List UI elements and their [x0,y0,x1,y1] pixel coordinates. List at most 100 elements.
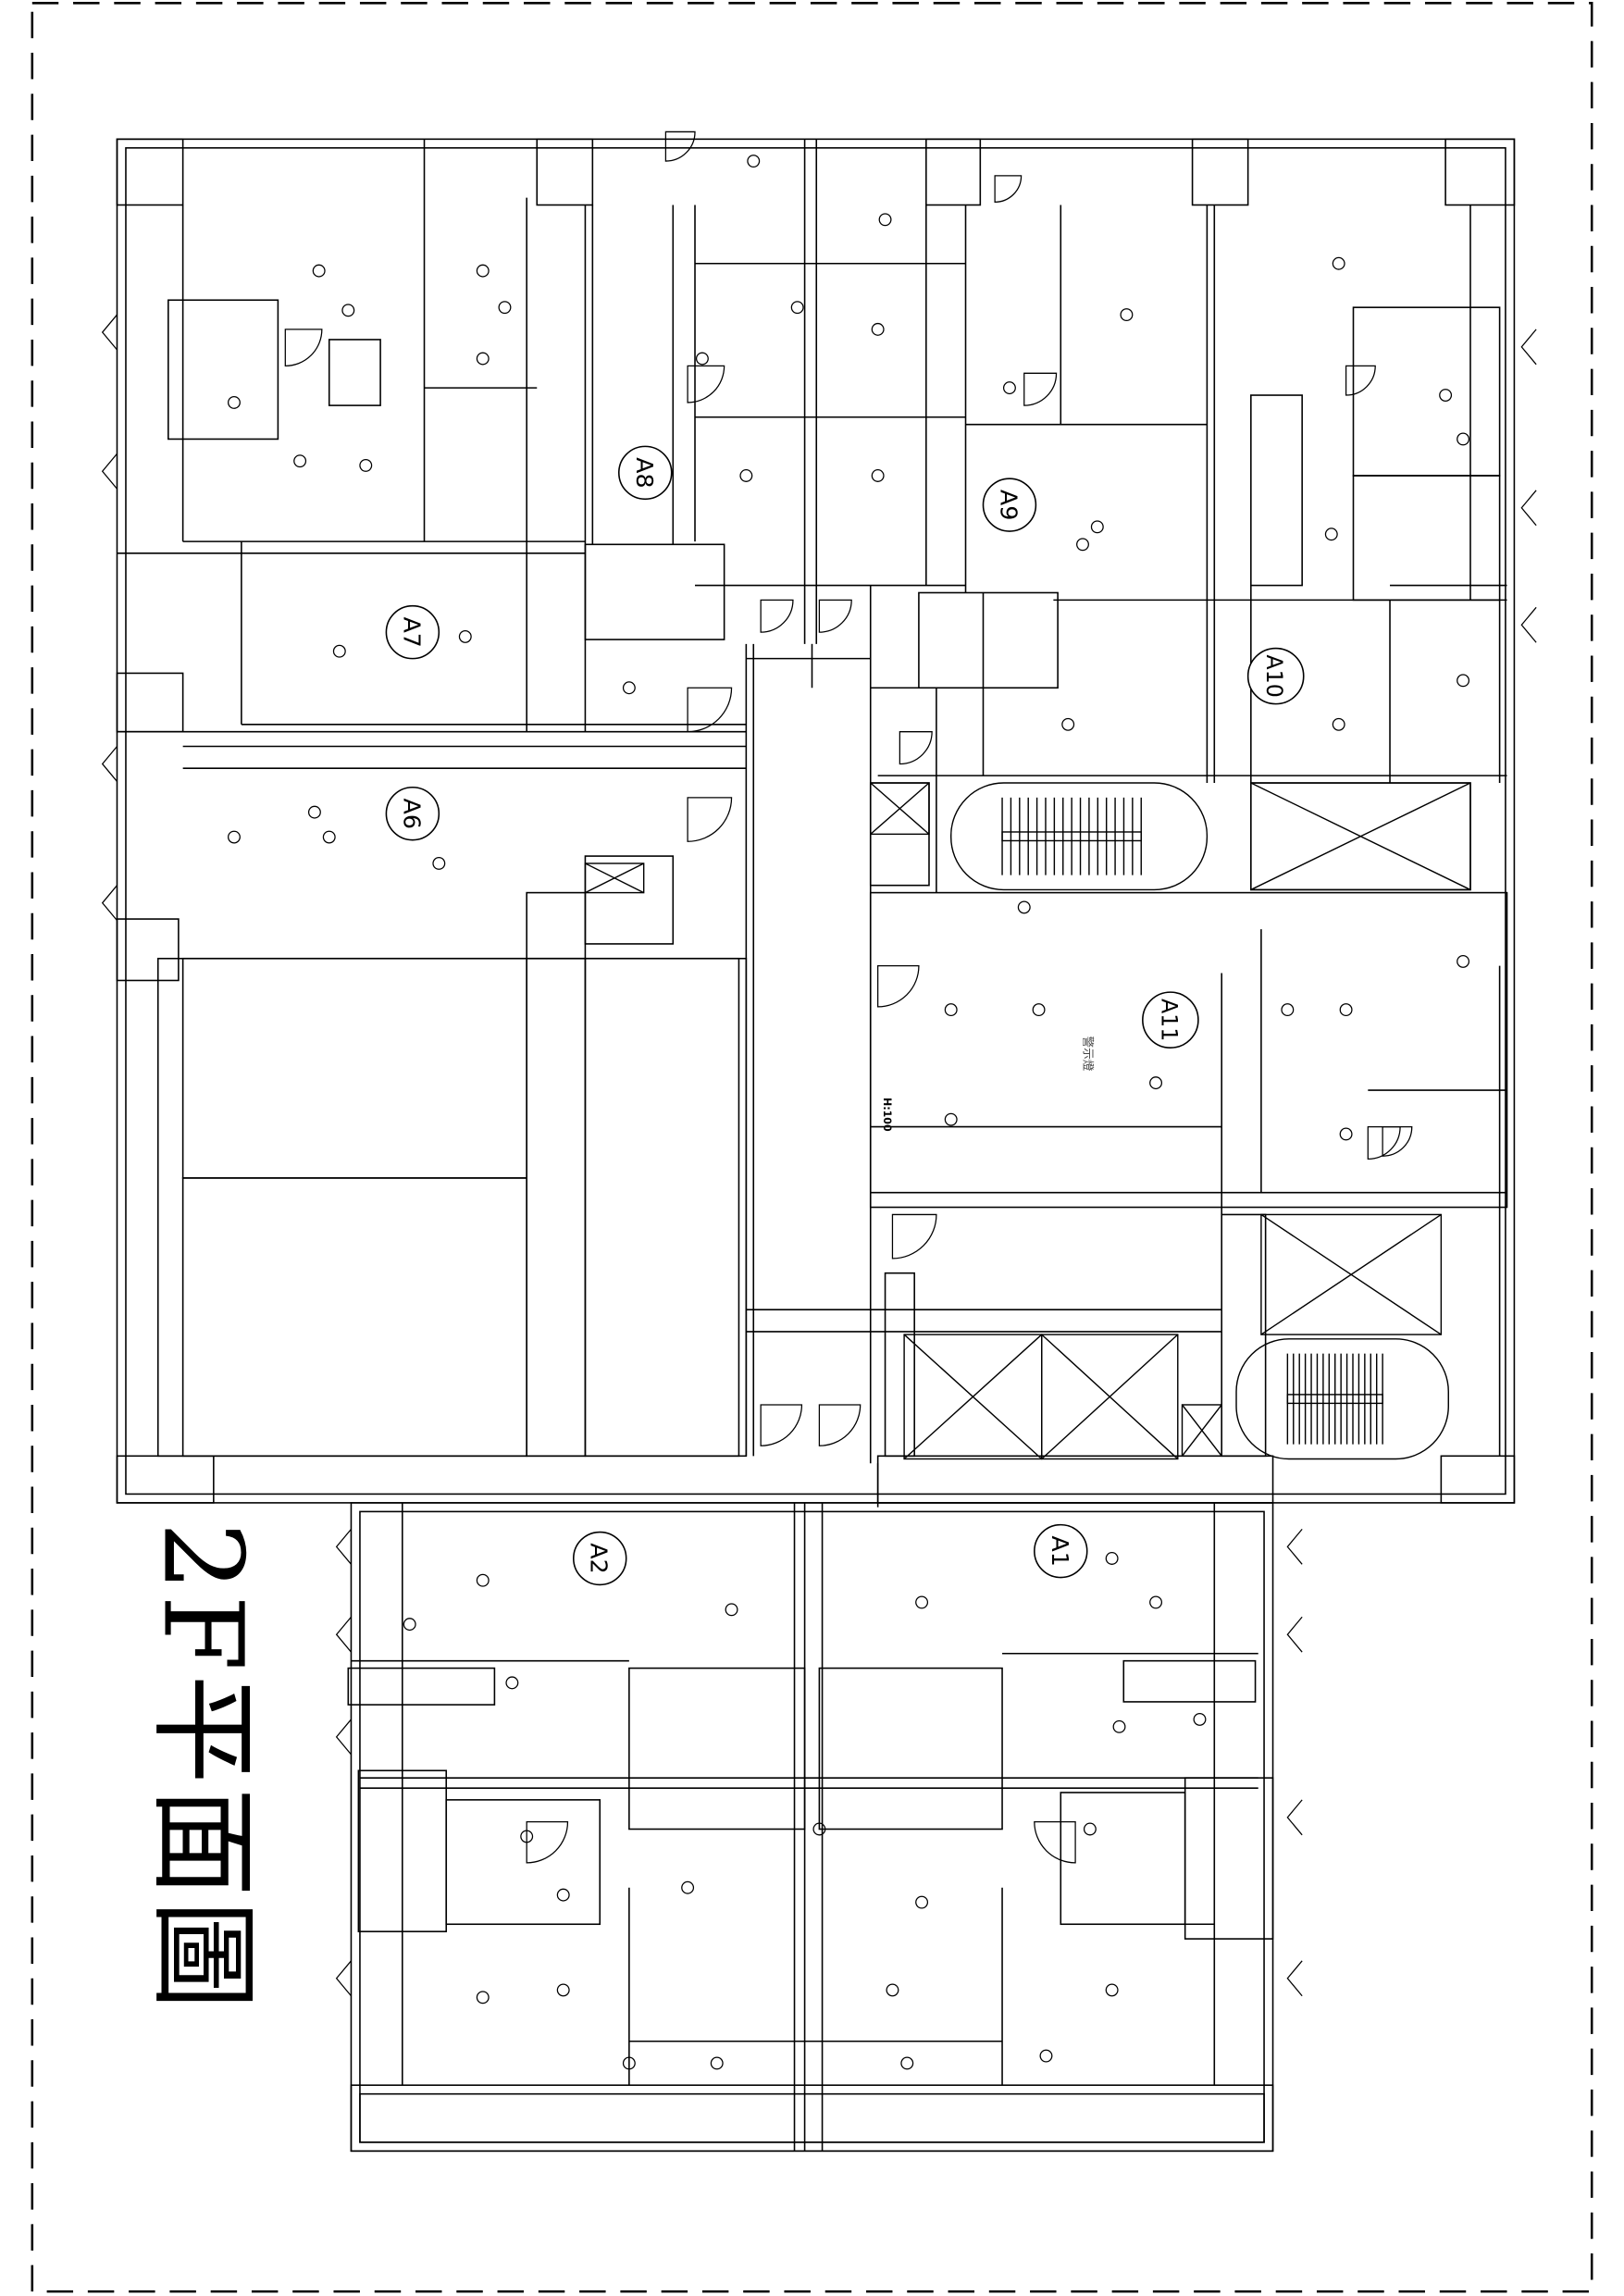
light-fixture [1002,381,1016,395]
wall [1250,394,1303,587]
wall [584,957,740,1458]
wall [156,957,748,1458]
unit-label-a10: A10 [1246,647,1305,705]
door-swing [899,731,933,765]
light-fixture [228,830,241,844]
light-fixture [739,469,753,482]
wall [584,855,675,945]
shaft-cross [903,1334,1043,1460]
wall [350,2084,1274,2153]
unit-label-text: A1 [1047,1535,1073,1566]
light-fixture [915,1895,929,1909]
door-swing [664,130,696,162]
shaft-box [1260,1213,1443,1335]
light-fixture [1017,900,1031,914]
light-fixture [556,1983,570,1997]
light-fixture [476,264,490,278]
wall [1440,1455,1516,1504]
window-bay [1520,329,1537,366]
light-fixture [1332,256,1345,270]
door-swing [760,1404,803,1446]
unit-label-text: A8 [631,457,658,488]
warning-light-note: 警示燈 [1082,1036,1096,1072]
light-fixture [556,1888,570,1902]
light-fixture [695,352,709,366]
height-note: H:100 [881,1098,893,1132]
wall [445,1799,601,1926]
shaft-cross [585,863,644,894]
unit-label-text: A2 [586,1543,613,1573]
wall [167,299,279,441]
light-fixture [1439,389,1453,402]
wall [526,891,587,960]
wall [884,1272,915,1458]
light-fixture [622,681,636,695]
door-swing [760,599,794,633]
light-fixture [725,1603,738,1617]
wall [876,1455,1274,1504]
light-fixture [228,395,241,409]
drawing-title: 2F平面圖 [139,1522,287,2014]
light-fixture [1193,1712,1207,1726]
light-fixture [498,301,512,315]
drawing-title-text: 2F平面圖 [139,1521,267,2014]
window-bay [1286,1528,1303,1565]
shaft-box [1041,1334,1179,1460]
light-fixture [1149,1076,1163,1090]
window-bay [1286,1799,1303,1836]
unit-label-a7: A7 [385,604,440,660]
shaft-cross [1250,782,1471,891]
door-swing [687,687,733,733]
unit-label-text: A11 [1156,999,1182,1041]
light-fixture [1105,1983,1119,1997]
door-swing [526,1820,569,1864]
light-fixture [1457,674,1470,688]
sheet-border [31,2,1593,2293]
light-fixture [812,1822,826,1836]
wall [125,147,1506,1496]
door-swing [994,175,1023,203]
wall [818,1667,1003,1831]
wall [1184,1777,1274,1940]
shaft-box [870,782,930,836]
shaft-box [1181,1404,1222,1458]
door-swing [818,599,852,633]
light-fixture [476,1991,490,2004]
stairs [949,782,1449,1460]
unit-label-text: A7 [398,616,425,647]
window-bay [1286,1616,1303,1653]
light-fixture [681,1880,695,1894]
light-fixture [322,830,336,844]
wall [359,1510,1265,2143]
window-bay [1520,606,1537,643]
light-fixture [1061,717,1075,731]
wall [1221,1213,1267,1458]
light-fixture [312,264,326,278]
wall [116,1455,215,1504]
wall [359,2092,1265,2143]
wall [347,1667,496,1706]
door-swing [687,797,733,842]
wall [328,339,381,406]
light-fixture [944,1003,958,1017]
shaft-cross [1260,1213,1442,1335]
wall [1060,1792,1186,1926]
light-fixture [1090,520,1104,534]
light-fixture [944,1112,958,1126]
light-fixture [1105,1552,1119,1565]
light-fixture [1149,1595,1163,1609]
wall [925,138,982,206]
wall [181,957,527,1179]
light-fixture [332,644,346,658]
wall [1352,475,1501,602]
fixtures [101,130,1537,2070]
shaft-cross [870,782,930,835]
window-bay [101,453,118,490]
light-fixture [293,454,307,468]
light-fixture [1457,954,1470,968]
window-bay [101,885,118,922]
light-fixture [341,304,355,317]
unit-label-text: A10 [1261,654,1287,697]
unit-label-a11: A11 [1142,991,1199,1049]
